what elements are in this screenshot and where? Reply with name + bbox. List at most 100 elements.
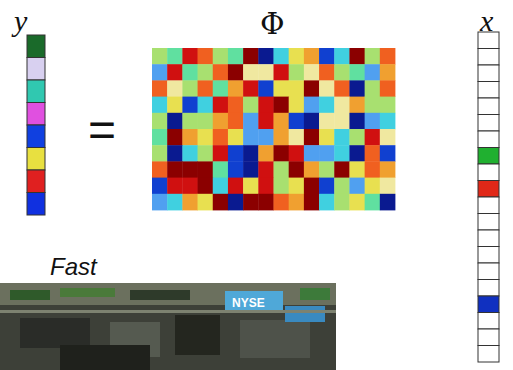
cell [228, 161, 244, 178]
cell [334, 129, 350, 146]
cell [274, 161, 290, 178]
vector-label: y [14, 4, 27, 38]
cell [213, 48, 229, 65]
cell [152, 161, 168, 178]
cell [182, 161, 198, 178]
cell [304, 64, 320, 81]
cell [365, 48, 381, 65]
cell [243, 178, 259, 195]
cell [182, 129, 198, 146]
cell [182, 113, 198, 130]
cell [289, 145, 305, 162]
cell [198, 48, 214, 65]
cell [167, 145, 183, 162]
cell [152, 113, 168, 130]
cell [213, 97, 229, 114]
cell [213, 178, 229, 195]
cell [334, 113, 350, 130]
cell [478, 280, 499, 297]
cell [27, 58, 45, 81]
cell [182, 48, 198, 65]
cell [152, 194, 168, 211]
cell [349, 97, 365, 114]
cell [349, 194, 365, 211]
cell [258, 64, 274, 81]
cell [167, 48, 183, 65]
cell [274, 129, 290, 146]
cell [167, 97, 183, 114]
cell [243, 145, 259, 162]
cell [380, 80, 396, 97]
cell [365, 145, 381, 162]
cell [258, 129, 274, 146]
cell [167, 80, 183, 97]
cell [243, 64, 259, 81]
cell [228, 113, 244, 130]
cell [304, 194, 320, 211]
cell [334, 194, 350, 211]
cell [365, 178, 381, 195]
cell [478, 164, 499, 181]
cell [182, 145, 198, 162]
cell [304, 145, 320, 162]
cell [27, 80, 45, 103]
cell [478, 296, 499, 313]
cell [243, 129, 259, 146]
cell [304, 178, 320, 195]
cell [349, 80, 365, 97]
cell [228, 97, 244, 114]
cell [478, 181, 499, 198]
cell [228, 48, 244, 65]
cell [319, 194, 335, 211]
cell [304, 80, 320, 97]
cell [274, 194, 290, 211]
cell [365, 113, 381, 130]
cell [478, 148, 499, 165]
cell [243, 97, 259, 114]
cell [243, 48, 259, 65]
cell [478, 346, 499, 363]
cell [349, 145, 365, 162]
cell [243, 113, 259, 130]
cell [198, 129, 214, 146]
cell [152, 129, 168, 146]
cell [334, 97, 350, 114]
equals-sign: = [88, 102, 116, 157]
cell [478, 263, 499, 280]
cell [334, 178, 350, 195]
cell [228, 145, 244, 162]
cell [274, 113, 290, 130]
cell [167, 64, 183, 81]
cell [152, 97, 168, 114]
cell [274, 97, 290, 114]
cell [380, 161, 396, 178]
sparse-vector [478, 32, 499, 362]
cell [274, 178, 290, 195]
cell [258, 48, 274, 65]
cell [478, 115, 499, 132]
cell [478, 197, 499, 214]
cell [167, 161, 183, 178]
cell [243, 161, 259, 178]
cell [365, 64, 381, 81]
cell [228, 129, 244, 146]
cell [478, 82, 499, 99]
cell [478, 49, 499, 66]
cell [304, 97, 320, 114]
cell [289, 64, 305, 81]
cell [319, 178, 335, 195]
cell [182, 64, 198, 81]
cell [152, 48, 168, 65]
cell [319, 97, 335, 114]
cell [182, 194, 198, 211]
cell [198, 194, 214, 211]
cell [228, 64, 244, 81]
cell [27, 125, 45, 148]
cell [243, 194, 259, 211]
cell [319, 113, 335, 130]
sign-text: NYSE [232, 296, 265, 310]
cell [349, 161, 365, 178]
caption-text: Fast [50, 253, 97, 281]
